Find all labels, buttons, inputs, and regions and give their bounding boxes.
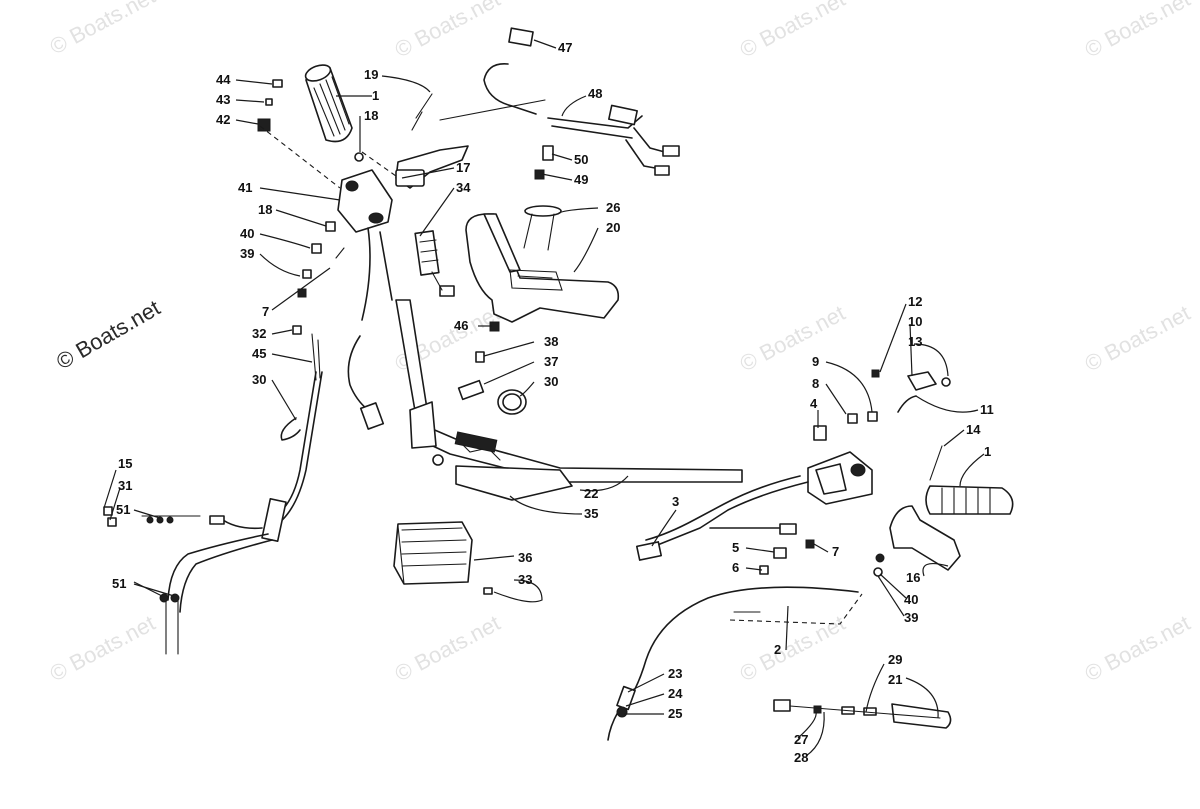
- bottom-right-parts: [773, 699, 952, 729]
- watermark-text: © Boats.net: [1081, 300, 1195, 376]
- callout-3: 3: [672, 494, 679, 509]
- watermark-text: © Boats.net: [46, 610, 160, 686]
- callout-17: 17: [456, 160, 470, 175]
- callout-16: 16: [906, 570, 920, 585]
- callout-45: 45: [252, 346, 266, 361]
- callout-4: 4: [810, 396, 818, 411]
- clamp-parts: [457, 351, 527, 415]
- callout-39-left: 39: [240, 246, 254, 261]
- callout-2: 2: [774, 642, 781, 657]
- callout-13: 13: [908, 334, 922, 349]
- callout-8: 8: [812, 376, 819, 391]
- callout-48: 48: [588, 86, 602, 101]
- callout-14: 14: [966, 422, 981, 437]
- handlebar-pad: [465, 205, 620, 332]
- callout-41: 41: [238, 180, 252, 195]
- callout-5: 5: [732, 540, 739, 555]
- left-control-housing: [337, 93, 469, 233]
- watermark-text: © Boats.net: [736, 0, 850, 62]
- callout-26: 26: [606, 200, 620, 215]
- callout-labels: 44 43 42 19 1 18 17 34 41 18 40 39 7 47 …: [112, 40, 994, 765]
- left-grip: [304, 64, 353, 143]
- callout-44: 44: [216, 72, 231, 87]
- watermark-text: © Boats.net: [46, 0, 160, 59]
- callout-18-top: 18: [364, 108, 378, 123]
- callout-20: 20: [606, 220, 620, 235]
- watermark-text: © Boats.net: [736, 610, 850, 686]
- callout-39-right: 39: [904, 610, 918, 625]
- callout-47: 47: [558, 40, 572, 55]
- left-cable-assembly: [103, 325, 323, 655]
- callout-1-left: 1: [372, 88, 379, 103]
- left-small-parts: [257, 79, 283, 132]
- callout-21: 21: [888, 672, 902, 687]
- callout-34: 34: [456, 180, 471, 195]
- callout-43: 43: [216, 92, 230, 107]
- watermark-text-dark: © Boats.net: [52, 295, 164, 374]
- watermark-text: © Boats.net: [391, 610, 505, 686]
- callout-33: 33: [518, 572, 532, 587]
- callout-7-left: 7: [262, 304, 269, 319]
- watermark-text: © Boats.net: [391, 0, 505, 62]
- callout-9: 9: [812, 354, 819, 369]
- callout-10: 10: [908, 314, 922, 329]
- watermark-text: © Boats.net: [1081, 0, 1195, 62]
- callout-12: 12: [908, 294, 922, 309]
- callout-24: 24: [668, 686, 683, 701]
- callout-27: 27: [794, 732, 808, 747]
- right-control-housing: [807, 369, 951, 505]
- throttle-cable: [607, 586, 859, 741]
- callout-35: 35: [584, 506, 598, 521]
- callout-46: 46: [454, 318, 468, 333]
- callout-25: 25: [668, 706, 682, 721]
- callout-30-right: 30: [544, 374, 558, 389]
- callout-1-right: 1: [984, 444, 991, 459]
- callout-42: 42: [216, 112, 230, 127]
- callout-49: 49: [574, 172, 588, 187]
- callout-28: 28: [794, 750, 808, 765]
- callout-50: 50: [574, 152, 588, 167]
- right-grip: [925, 485, 1014, 515]
- callout-6: 6: [732, 560, 739, 575]
- callout-38: 38: [544, 334, 558, 349]
- callout-36: 36: [518, 550, 532, 565]
- callout-15: 15: [118, 456, 132, 471]
- callout-11: 11: [980, 402, 994, 417]
- right-cable-parts: [635, 475, 815, 575]
- callout-7-right: 7: [832, 544, 839, 559]
- watermark-text: © Boats.net: [736, 300, 850, 376]
- watermark-text: © Boats.net: [1081, 610, 1195, 686]
- handlebar: [395, 299, 743, 501]
- callout-29: 29: [888, 652, 902, 667]
- callout-31: 31: [118, 478, 132, 493]
- switch-component: [414, 230, 455, 297]
- callout-19: 19: [364, 67, 378, 82]
- left-hardware: [297, 221, 345, 298]
- callout-32: 32: [252, 326, 266, 341]
- callout-51-bottom: 51: [112, 576, 126, 591]
- callout-18-mid: 18: [258, 202, 272, 217]
- box-component: [393, 521, 493, 595]
- left-throttle-cable: [347, 227, 393, 430]
- brake-lever: [873, 505, 961, 577]
- wire-harness-top: [439, 27, 680, 180]
- callout-37: 37: [544, 354, 558, 369]
- callout-40-left: 40: [240, 226, 254, 241]
- callout-30-left: 30: [252, 372, 266, 387]
- callout-51-top: 51: [116, 502, 130, 517]
- callout-22: 22: [584, 486, 598, 501]
- callout-23: 23: [668, 666, 682, 681]
- parts-drawing: [103, 27, 1014, 741]
- leader-lines: [103, 39, 985, 757]
- callout-40-right: 40: [904, 592, 918, 607]
